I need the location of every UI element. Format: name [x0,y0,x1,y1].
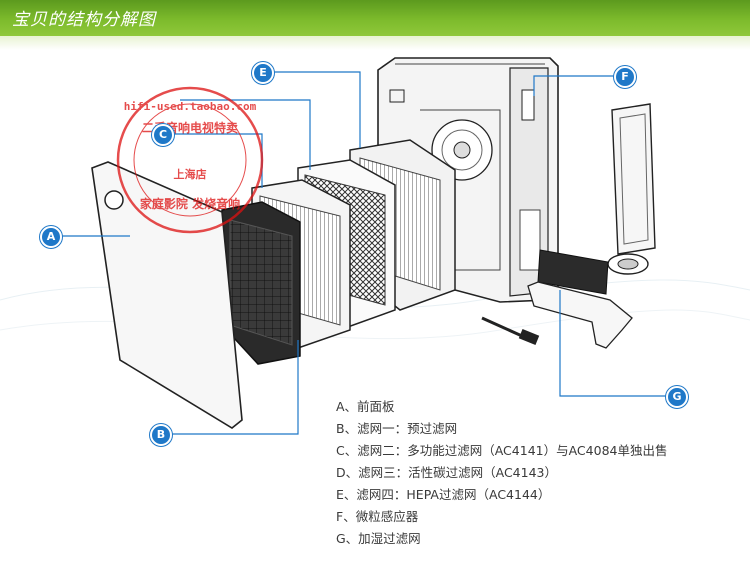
legend-item-a: A、前面板 [336,399,395,414]
parts-legend: A、前面板 B、滤网一：预过滤网 C、滤网二：多功能过滤网（AC4141）与AC… [336,396,667,550]
callout-c: C [152,124,174,146]
callout-g: G [666,386,688,408]
callout-b: B [150,424,172,446]
filter-prefilter [221,201,301,365]
watermark-stamp: hifi-used.taobao.com 二手音响电视特卖 上海店 家庭影院 发… [116,86,264,234]
side-cover [611,103,656,255]
legend-item-g: G、加湿过滤网 [336,531,421,546]
header-band [0,36,750,50]
front-panel [91,161,243,429]
callout-e: E [252,62,274,84]
callout-a: A [40,226,62,248]
sensor-wheel [607,253,649,275]
stamp-bottom-text: 家庭影院 发烧音响 [140,196,240,211]
legend-item-d: D、滤网三：活性碳过滤网（AC4143） [336,465,557,480]
legend-item-c: C、滤网二：多功能过滤网（AC4141）与AC4084单独出售 [336,443,668,458]
page-title: 宝贝的结构分解图 [12,10,156,30]
callout-f: F [614,66,636,88]
legend-item-e: E、滤网四：HEPA过滤网（AC4144） [336,487,551,502]
stamp-outer-text: hifi-used.taobao.com [124,100,257,113]
humidifying-filter [527,249,633,349]
legend-item-f: F、微粒感应器 [336,509,419,524]
stamp-center-text: 上海店 [174,167,207,181]
legend-item-b: B、滤网一：预过滤网 [336,421,458,436]
leader-lines [58,71,666,435]
cleaning-brush [481,316,540,346]
header-banner: 宝贝的结构分解图 [0,0,750,36]
